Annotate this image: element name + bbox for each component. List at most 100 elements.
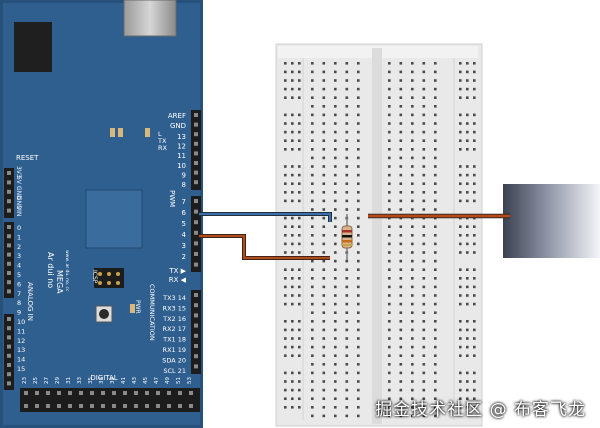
breadboard-hole: [388, 337, 391, 340]
breadboard-hole: [357, 251, 360, 254]
breadboard-hole: [291, 388, 294, 392]
breadboard-hole: [388, 191, 391, 194]
breadboard-hole: [434, 173, 437, 177]
breadboard-hole: [334, 302, 337, 306]
breadboard-hole: [473, 173, 476, 177]
breadboard-hole: [422, 294, 426, 297]
breadboard-hole: [459, 130, 462, 134]
breadboard-hole: [459, 294, 462, 297]
breadboard-hole: [357, 96, 360, 99]
breadboard-hole: [284, 251, 287, 254]
breadboard-hole: [322, 388, 326, 392]
breadboard-hole: [291, 302, 294, 306]
breadboard-hole: [388, 371, 391, 375]
breadboard-hole: [322, 294, 326, 297]
breadboard-hole: [357, 79, 360, 82]
breadboard-hole: [411, 328, 414, 332]
breadboard-hole: [284, 371, 287, 375]
breadboard-hole: [291, 225, 294, 228]
breadboard-hole: [291, 62, 294, 65]
breadboard-hole: [411, 208, 414, 211]
wire-red-signal: [199, 234, 330, 260]
header-pin: [101, 404, 105, 408]
breadboard-hole: [291, 242, 294, 246]
breadboard-hole: [434, 354, 437, 357]
pin-label: 11: [17, 327, 25, 335]
header-pin: [112, 391, 116, 395]
breadboard-hole: [459, 397, 462, 400]
breadboard-hole: [291, 277, 294, 280]
breadboard-hole: [411, 380, 414, 383]
breadboard-hole: [434, 320, 437, 323]
breadboard-hole: [284, 130, 287, 134]
breadboard-hole: [422, 345, 426, 349]
breadboard-hole: [434, 79, 437, 82]
header-pin: [7, 363, 11, 367]
breadboard-hole: [399, 294, 403, 297]
breadboard-hole: [334, 345, 337, 349]
breadboard-hole: [422, 302, 426, 306]
breadboard-hole: [322, 268, 326, 271]
breadboard-hole: [459, 122, 462, 125]
breadboard-hole: [322, 397, 326, 400]
breadboard-hole: [399, 251, 403, 254]
header-pin: [194, 113, 198, 117]
breadboard-hole: [322, 311, 326, 314]
breadboard-hole: [284, 173, 287, 177]
breadboard-hole: [399, 156, 403, 160]
breadboard-hole: [473, 234, 476, 237]
breadboard-hole: [434, 113, 437, 117]
breadboard-hole: [399, 328, 403, 332]
breadboard-hole: [473, 277, 476, 280]
breadboard-hole: [459, 173, 462, 177]
breadboard-hole: [298, 96, 301, 99]
breadboard-hole: [322, 354, 326, 357]
breadboard-hole: [459, 371, 462, 375]
breadboard-hole: [357, 277, 360, 280]
breadboard-hole: [322, 337, 326, 340]
breadboard-hole: [357, 259, 360, 263]
breadboard-hole: [322, 182, 326, 185]
breadboard-hole: [345, 182, 349, 185]
breadboard-hole: [434, 388, 437, 392]
breadboard-hole: [284, 96, 287, 99]
breadboard-hole: [466, 173, 469, 177]
header-pin: [7, 225, 11, 229]
breadboard-hole: [298, 320, 301, 323]
pin-label: GND: [15, 196, 22, 210]
breadboard-hole: [311, 216, 314, 220]
breadboard-hole: [399, 173, 403, 177]
breadboard-hole: [284, 148, 287, 151]
breadboard-hole: [411, 354, 414, 357]
breadboard-hole: [459, 79, 462, 82]
header-pin: [194, 333, 198, 338]
breadboard-hole: [311, 406, 314, 409]
breadboard-hole: [345, 285, 349, 289]
breadboard-hole: [311, 70, 314, 74]
breadboard-hole: [311, 363, 314, 366]
header-pin: [194, 151, 198, 156]
pin-label: 37: [99, 377, 105, 384]
breadboard-hole: [322, 216, 326, 220]
breadboard-hole: [434, 225, 437, 228]
breadboard-hole: [422, 165, 426, 168]
breadboard-hole: [357, 285, 360, 289]
pin-label: 1: [17, 233, 21, 241]
breadboard-hole: [434, 397, 437, 400]
breadboard-hole: [459, 199, 462, 203]
breadboard-hole: [422, 397, 426, 400]
breadboard-hole: [434, 62, 437, 65]
breadboard-hole: [298, 285, 301, 289]
led-l-label: L: [158, 130, 162, 138]
breadboard-hole: [459, 388, 462, 392]
breadboard-hole: [345, 388, 349, 392]
breadboard-hole: [291, 371, 294, 375]
breadboard-hole: [466, 371, 469, 375]
breadboard-hole: [291, 328, 294, 332]
breadboard-hole: [345, 62, 349, 65]
breadboard-hole: [399, 148, 403, 151]
header-pin: [194, 161, 198, 165]
breadboard-hole: [334, 242, 337, 246]
breadboard-hole: [357, 345, 360, 349]
